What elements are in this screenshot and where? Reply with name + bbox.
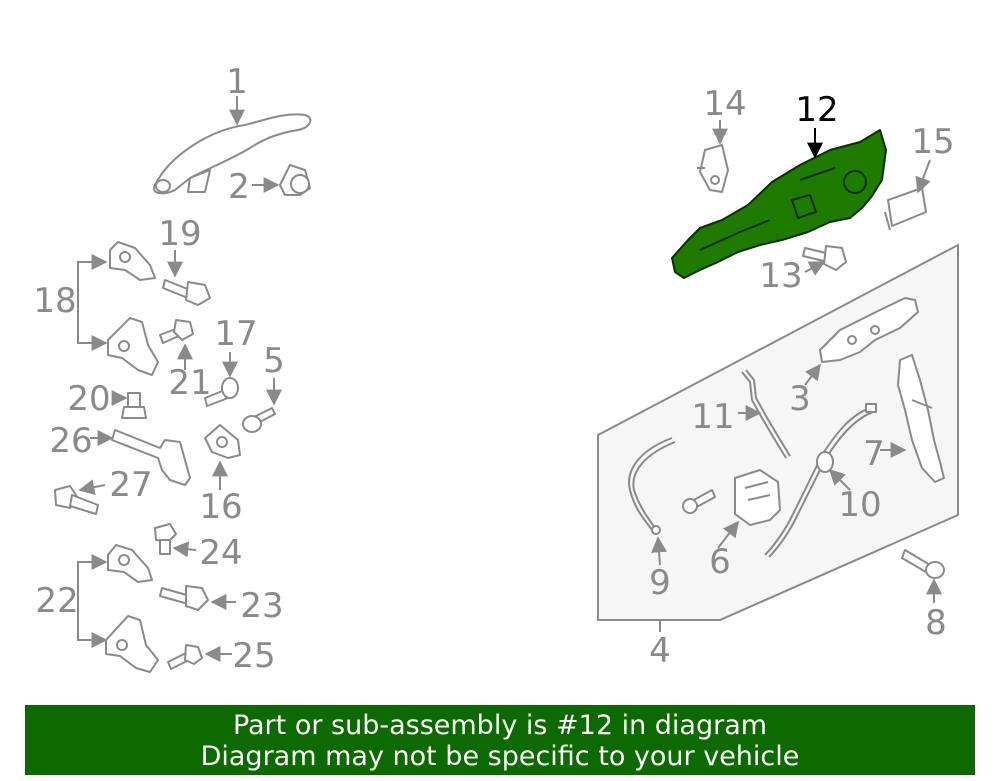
callout-26: 26	[49, 421, 92, 461]
callout-13: 13	[759, 256, 802, 296]
callout-27: 27	[109, 465, 152, 505]
part-8-screw	[901, 549, 945, 579]
callout-5: 5	[263, 341, 285, 381]
callout-15: 15	[911, 122, 954, 162]
callout-8: 8	[925, 603, 947, 643]
part-13-bolt	[802, 245, 847, 271]
part-18-hinge-lower	[107, 317, 159, 376]
part-16-bumper	[204, 424, 241, 459]
part-22-hinge-lower	[105, 615, 159, 673]
part-17-pin	[204, 377, 239, 407]
part-5-screw	[242, 407, 276, 433]
callout-11: 11	[691, 397, 734, 437]
info-banner: Part or sub-assembly is #12 in diagram D…	[25, 705, 975, 775]
callout-25: 25	[232, 636, 275, 676]
callout-14: 14	[703, 84, 746, 124]
callout-19: 19	[158, 214, 201, 254]
callout-23: 23	[240, 586, 283, 626]
callout-9: 9	[649, 563, 671, 603]
part-18-hinge-upper	[109, 241, 156, 281]
callout-6: 6	[709, 542, 731, 582]
part-27-bolt	[54, 485, 99, 515]
callout-4: 4	[649, 631, 671, 671]
part-3-latch-reinforcement	[819, 297, 919, 363]
part-10-cable	[764, 403, 877, 558]
part-23-bolt	[159, 585, 209, 611]
part-19-bolt	[162, 279, 211, 306]
callout-1: 1	[226, 62, 248, 102]
callout-7: 7	[863, 434, 885, 474]
part-1-outer-handle	[153, 113, 312, 195]
banner-line-1: Part or sub-assembly is #12 in diagram	[232, 710, 768, 741]
callout-2: 2	[228, 167, 250, 207]
part-15-label	[884, 187, 927, 231]
callout-10: 10	[838, 485, 881, 525]
callout-18: 18	[33, 281, 76, 321]
callout-20: 20	[67, 379, 110, 419]
part-2-handle-cap	[279, 164, 311, 196]
part-20-bolt	[121, 392, 147, 419]
callout-22: 22	[35, 581, 78, 621]
part-26-check-link	[111, 429, 191, 486]
callout-17: 17	[214, 314, 257, 354]
part-22-hinge-upper	[107, 544, 153, 583]
part-6-latch	[734, 469, 781, 526]
part-25-bolt	[167, 644, 203, 670]
callout-16: 16	[199, 487, 242, 527]
part-latch-screw	[682, 489, 716, 514]
part-21-bolt	[159, 319, 194, 344]
callout-3: 3	[789, 379, 811, 419]
callout-24: 24	[199, 533, 242, 573]
part-9-cable	[628, 437, 676, 535]
part-14-clip	[697, 144, 729, 193]
part-7-bracket	[897, 354, 945, 483]
part-12-shape	[671, 129, 887, 279]
part-12-handle-bracket	[671, 129, 887, 279]
callout-12: 12	[795, 90, 838, 130]
banner-line-2: Diagram may not be specific to your vehi…	[200, 741, 800, 772]
part-24-bolt	[154, 523, 177, 555]
callout-21: 21	[168, 363, 211, 403]
